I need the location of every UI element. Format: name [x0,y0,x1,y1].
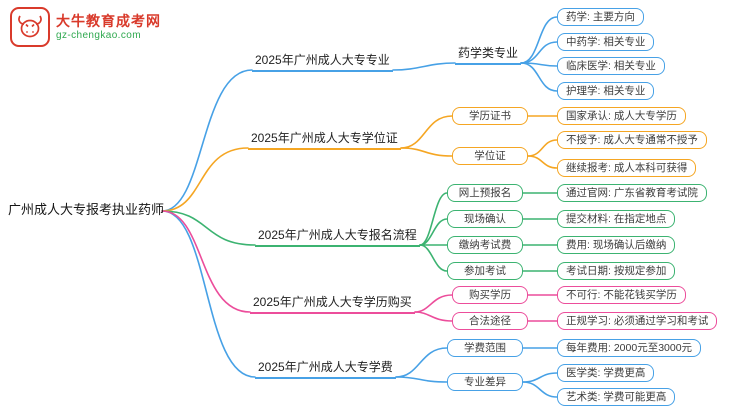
branch-purchase-label[interactable]: 2025年广州成人大专学历购买 [250,295,415,314]
leaf-submit-materials[interactable]: 提交材料: 在指定地点 [557,210,676,228]
leaf-clinical-medicine[interactable]: 临床医学: 相关专业 [557,57,665,75]
leaf-not-feasible[interactable]: 不可行: 不能花钱买学历 [557,286,686,304]
leaf-pharmacy-main[interactable]: 药学: 主要方向 [557,8,644,26]
bull-logo-icon [10,7,50,47]
branch-degree-label[interactable]: 2025年广州成人大专学位证 [248,131,401,150]
leaf-medical-higher[interactable]: 医学类: 学费更高 [557,364,655,382]
leaf-not-awarded[interactable]: 不授予: 成人大专通常不授予 [557,131,707,149]
leaf-exam-date[interactable]: 考试日期: 按规定参加 [557,262,676,280]
leaf-state-recognized[interactable]: 国家承认: 成人大专学历 [557,107,686,125]
logo-subtitle: gz-chengkao.com [56,29,141,41]
node-pharmacy-category[interactable]: 药学类专业 [455,46,522,65]
node-legal-path[interactable]: 合法途径 [452,312,528,330]
leaf-tcm-pharmacy[interactable]: 中药学: 相关专业 [557,33,655,51]
branch-process-label[interactable]: 2025年广州成人大专报名流程 [255,228,420,247]
branch-majors-label[interactable]: 2025年广州成人大专专业 [252,53,393,72]
leaf-official-website[interactable]: 通过官网: 广东省教育考试院 [557,184,707,202]
logo-text: 大牛教育成考网 gz-chengkao.com [56,13,161,42]
logo-title: 大牛教育成考网 [56,12,161,29]
node-take-exam[interactable]: 参加考试 [447,262,523,280]
node-online-preregistration[interactable]: 网上预报名 [447,184,523,202]
leaf-art-higher[interactable]: 艺术类: 学费可能更高 [557,388,676,406]
node-diploma-cert[interactable]: 学历证书 [452,107,528,125]
node-pay-exam-fee[interactable]: 缴纳考试费 [447,236,523,254]
leaf-formal-study[interactable]: 正规学习: 必须通过学习和考试 [557,312,718,330]
node-buy-diploma[interactable]: 购买学历 [452,286,528,304]
leaf-fee-after-confirm[interactable]: 费用: 现场确认后缴纳 [557,236,676,254]
branch-tuition-label[interactable]: 2025年广州成人大专学费 [255,360,396,379]
node-major-difference[interactable]: 专业差异 [447,373,523,391]
leaf-nursing[interactable]: 护理学: 相关专业 [557,82,655,100]
node-degree-cert[interactable]: 学位证 [452,147,528,165]
leaf-continue-bachelor[interactable]: 继续报考: 成人本科可获得 [557,159,697,177]
node-tuition-range[interactable]: 学费范围 [447,339,523,357]
leaf-annual-fee[interactable]: 每年费用: 2000元至3000元 [557,339,702,357]
site-logo[interactable]: 大牛教育成考网 gz-chengkao.com [10,7,161,47]
node-onsite-confirmation[interactable]: 现场确认 [447,210,523,228]
root-node[interactable]: 广州成人大专报考执业药师 [8,202,165,217]
